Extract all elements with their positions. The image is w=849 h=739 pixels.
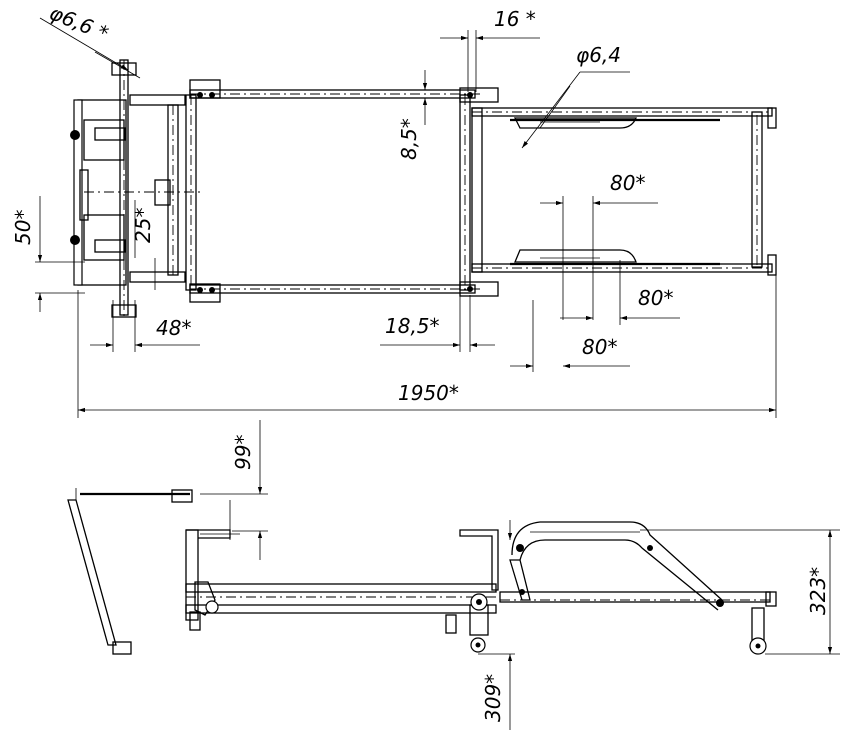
dim-d80b: 80* bbox=[638, 286, 673, 310]
dim-d80c: 80* bbox=[582, 335, 617, 359]
dim-d48: 48* bbox=[156, 316, 191, 340]
side-view: 99* 323* 309* bbox=[67, 420, 840, 730]
dim-d185: 18,5* bbox=[385, 314, 440, 338]
dim-d25: 25* bbox=[131, 208, 155, 243]
dim-d64: φ6,4 bbox=[576, 43, 621, 67]
dim-d309: 309* bbox=[481, 674, 505, 722]
dim-d80a: 80* bbox=[610, 171, 645, 195]
dim-d99: 99* bbox=[231, 435, 255, 470]
dim-d50: 50* bbox=[11, 210, 35, 245]
dim-d323: 323* bbox=[806, 567, 830, 615]
plan-view: φ6,6 * 16 * φ6,4 8,5* 80* 50* 25* 80* 48… bbox=[11, 0, 777, 418]
dim-d16: 16 * bbox=[494, 7, 536, 31]
dim-d66: φ6,6 * bbox=[46, 0, 112, 45]
backrest bbox=[67, 499, 117, 646]
dim-d1950: 1950* bbox=[398, 381, 459, 405]
dim-d85: 8,5* bbox=[397, 118, 421, 160]
